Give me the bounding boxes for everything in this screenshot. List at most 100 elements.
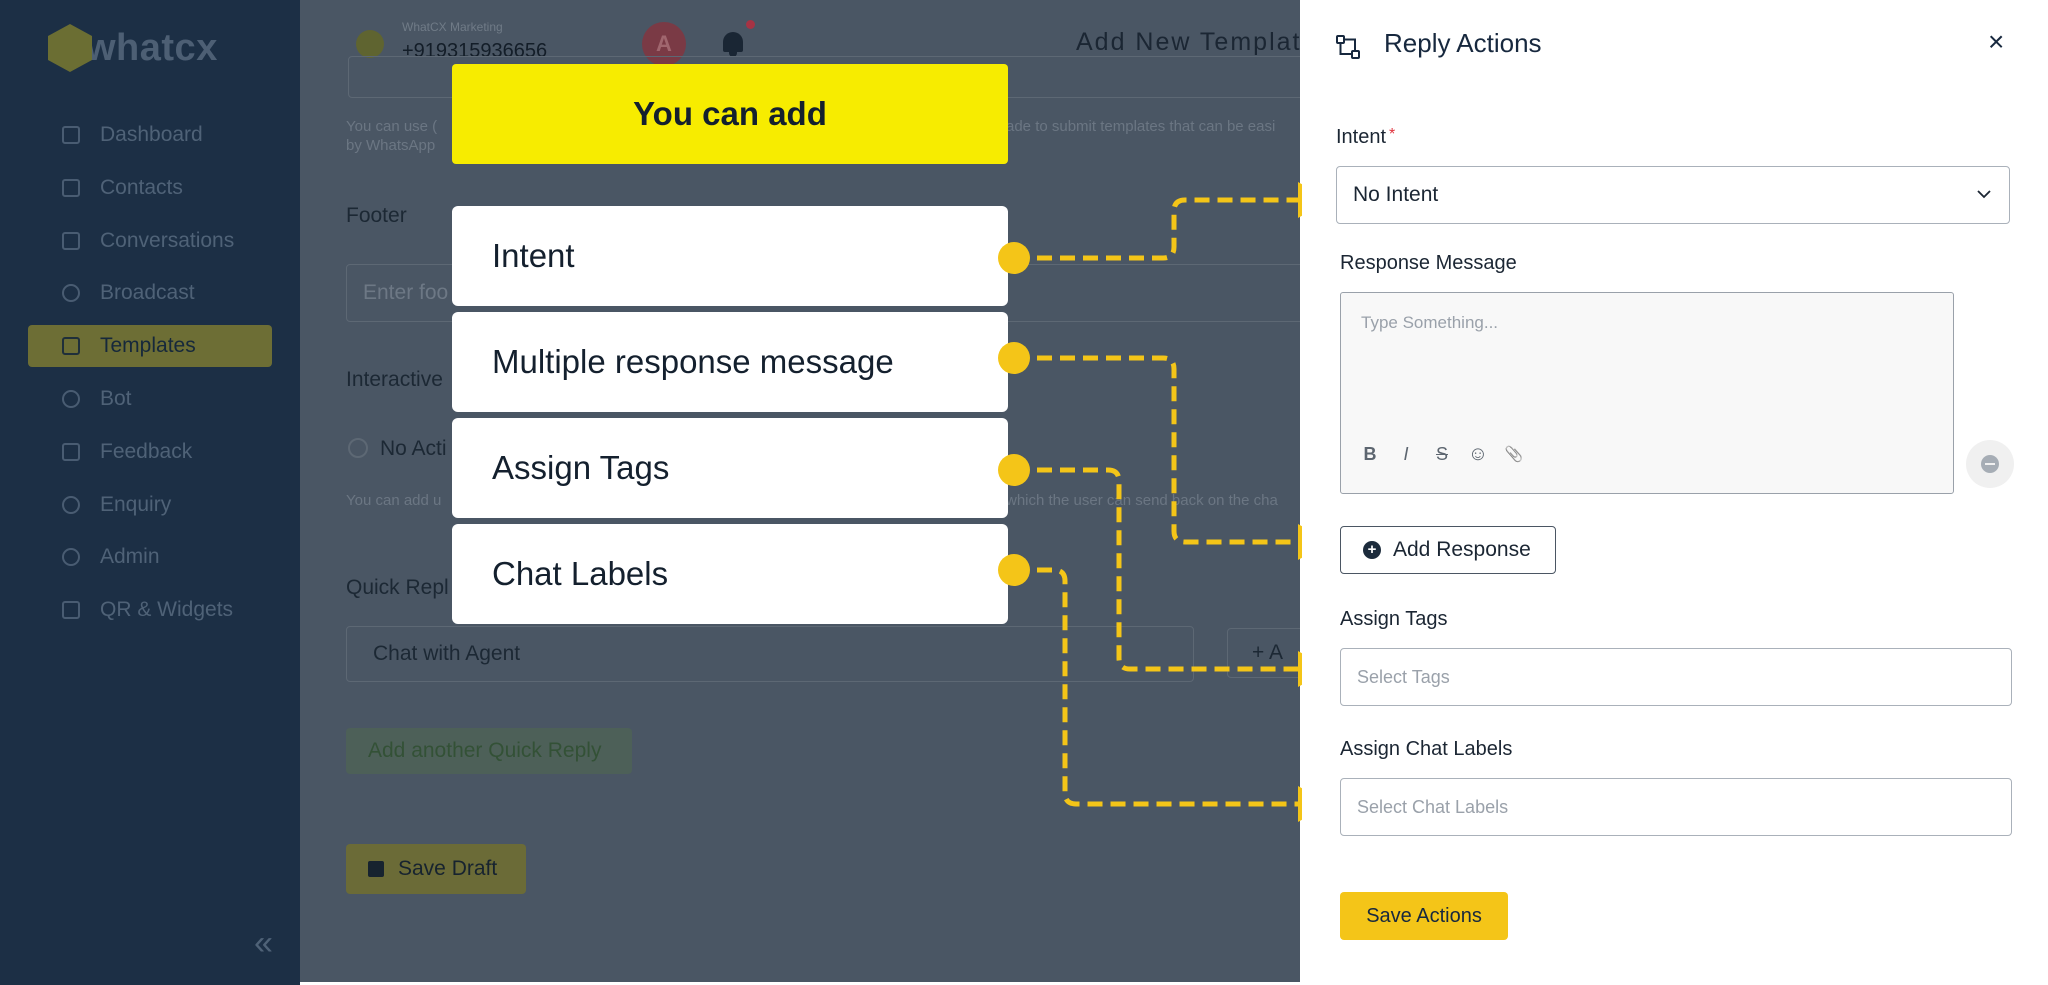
reply-actions-drawer: Reply Actions × Intent* No Intent Respon… bbox=[1302, 0, 2048, 985]
templates-icon bbox=[62, 337, 80, 356]
helper-text-bottom-right: which the user can send back on the cha bbox=[1006, 492, 1278, 509]
helper-text-top-right: ade to submit templates that can be easi bbox=[1006, 118, 1276, 135]
connector-dot-chat-labels bbox=[998, 554, 1030, 586]
assign-tags-label: Assign Tags bbox=[1340, 608, 1448, 630]
sidebar-item-conversations[interactable]: Conversations bbox=[28, 220, 272, 262]
chevron-down-icon bbox=[1977, 190, 1991, 199]
sidebar-nav: Dashboard Contacts Conversations Broadca… bbox=[28, 114, 272, 642]
sidebar-item-label: Conversations bbox=[100, 228, 235, 252]
add-response-label: Add Response bbox=[1393, 538, 1531, 561]
enquiry-icon bbox=[62, 495, 80, 514]
response-message-editor[interactable]: Type Something... B I S ☺ 📎 bbox=[1340, 292, 1954, 494]
notification-dot bbox=[746, 20, 755, 29]
add-quick-reply-small-button[interactable]: + A bbox=[1227, 628, 1300, 678]
quick-reply-input[interactable]: Chat with Agent bbox=[346, 626, 1194, 682]
sidebar: whatcx Dashboard Contacts Conversations … bbox=[0, 0, 300, 985]
intent-select[interactable]: No Intent bbox=[1336, 166, 2010, 224]
callout-chat-labels: Chat Labels bbox=[452, 524, 1008, 624]
sidebar-item-broadcast[interactable]: Broadcast bbox=[28, 272, 272, 314]
collapse-sidebar-icon[interactable]: « bbox=[254, 924, 273, 962]
save-actions-button[interactable]: Save Actions bbox=[1340, 892, 1508, 940]
interactive-label: Interactive bbox=[346, 368, 443, 391]
helper-text-bottom: You can add u bbox=[346, 492, 442, 509]
sidebar-item-contacts[interactable]: Contacts bbox=[28, 167, 272, 209]
save-icon bbox=[368, 861, 384, 877]
quick-reply-label: Quick Repl bbox=[346, 576, 449, 599]
sidebar-item-admin[interactable]: Admin bbox=[28, 536, 272, 578]
connector-chat-labels bbox=[1014, 567, 1300, 807]
callout-intent: Intent bbox=[452, 206, 1008, 306]
drawer-title: Reply Actions bbox=[1384, 28, 1542, 58]
admin-icon bbox=[62, 548, 80, 567]
attachment-icon[interactable]: 📎 bbox=[1504, 446, 1524, 463]
tags-placeholder: Select Tags bbox=[1357, 666, 1450, 687]
assign-tags-input[interactable]: Select Tags bbox=[1340, 648, 2012, 706]
footer-placeholder: Enter foo bbox=[363, 281, 449, 304]
emoji-icon[interactable]: ☺ bbox=[1467, 442, 1489, 465]
save-draft-label: Save Draft bbox=[398, 857, 498, 880]
sidebar-item-qr-widgets[interactable]: QR & Widgets bbox=[28, 589, 272, 631]
connector-response bbox=[1014, 355, 1300, 545]
feedback-icon bbox=[62, 442, 80, 461]
sidebar-item-enquiry[interactable]: Enquiry bbox=[28, 484, 272, 526]
sidebar-item-feedback[interactable]: Feedback bbox=[28, 431, 272, 473]
intent-value: No Intent bbox=[1353, 183, 1439, 206]
response-message-label: Response Message bbox=[1340, 252, 1517, 274]
helper-text-top: You can use ( bbox=[346, 118, 438, 135]
sidebar-item-label: Broadcast bbox=[100, 281, 195, 305]
connector-dot-tags bbox=[998, 454, 1030, 486]
strikethrough-icon[interactable]: S bbox=[1435, 443, 1448, 464]
helper-text-top-2: by WhatsApp bbox=[346, 137, 436, 154]
connector-dot-response bbox=[998, 342, 1030, 374]
add-another-quick-reply-button[interactable]: Add another Quick Reply bbox=[346, 728, 632, 774]
connector-intent bbox=[1014, 197, 1300, 261]
add-response-button[interactable]: + Add Response bbox=[1340, 526, 1556, 574]
footer-label: Footer bbox=[346, 204, 407, 227]
qr-widgets-icon bbox=[62, 601, 80, 620]
assign-chat-labels-label: Assign Chat Labels bbox=[1340, 738, 1513, 760]
intent-label-text: Intent bbox=[1336, 126, 1387, 148]
logo-text: whatcx bbox=[86, 26, 218, 69]
plus-circle-icon: + bbox=[1363, 541, 1381, 559]
intent-label: Intent* bbox=[1336, 126, 1395, 149]
connector-dot-intent bbox=[998, 242, 1030, 274]
app-logo[interactable]: whatcx bbox=[48, 24, 218, 72]
bold-icon[interactable]: B bbox=[1363, 443, 1377, 464]
page-title: Add New Template bbox=[1076, 28, 1300, 56]
bottom-strip bbox=[300, 982, 1300, 985]
save-draft-button[interactable]: Save Draft bbox=[346, 844, 526, 894]
bot-icon bbox=[62, 389, 80, 408]
sidebar-item-bot[interactable]: Bot bbox=[28, 378, 272, 420]
callout-multiple-response: Multiple response message bbox=[452, 312, 1008, 412]
editor-toolbar: B I S ☺ 📎 bbox=[1359, 443, 1525, 465]
sidebar-item-label: Admin bbox=[100, 545, 160, 569]
no-action-radio[interactable] bbox=[348, 438, 368, 458]
italic-icon[interactable]: I bbox=[1403, 443, 1409, 464]
sidebar-item-templates[interactable]: Templates bbox=[28, 325, 272, 368]
sidebar-item-label: Dashboard bbox=[100, 123, 203, 146]
sidebar-item-dashboard[interactable]: Dashboard bbox=[28, 114, 272, 156]
sidebar-item-label: QR & Widgets bbox=[100, 598, 234, 622]
broadcast-icon bbox=[62, 284, 80, 303]
minus-circle-icon bbox=[1981, 455, 1999, 473]
avatar[interactable]: A bbox=[642, 22, 686, 66]
sidebar-item-label: Templates bbox=[100, 334, 196, 358]
account-name: WhatCX Marketing bbox=[402, 20, 503, 34]
sidebar-item-label: Bot bbox=[100, 386, 132, 410]
account-status-icon bbox=[356, 30, 384, 58]
quick-reply-value: Chat with Agent bbox=[373, 642, 521, 665]
connector-tags bbox=[1014, 467, 1300, 672]
dashboard-icon bbox=[62, 126, 80, 144]
notification-bell-icon[interactable] bbox=[720, 30, 746, 58]
sidebar-item-label: Feedback bbox=[100, 439, 193, 463]
assign-chat-labels-input[interactable]: Select Chat Labels bbox=[1340, 778, 2012, 836]
no-action-label: No Acti bbox=[380, 437, 447, 460]
sidebar-item-label: Enquiry bbox=[100, 492, 172, 516]
required-mark: * bbox=[1389, 126, 1396, 143]
flow-icon bbox=[1336, 35, 1360, 59]
contacts-icon bbox=[62, 178, 80, 197]
close-icon[interactable]: × bbox=[1988, 26, 2005, 57]
chat-labels-placeholder: Select Chat Labels bbox=[1357, 796, 1509, 817]
remove-response-button[interactable] bbox=[1966, 440, 2014, 488]
callout-banner: You can add bbox=[452, 64, 1008, 164]
